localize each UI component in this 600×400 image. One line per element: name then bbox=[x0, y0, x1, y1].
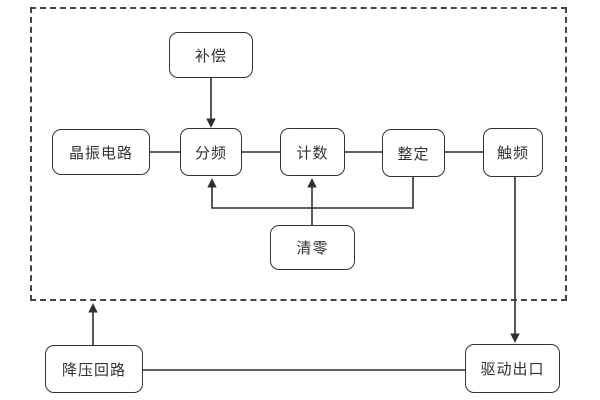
node-compensation-label: 补偿 bbox=[194, 47, 227, 65]
node-step-down-circuit-label: 降压回路 bbox=[61, 361, 126, 379]
node-crystal-circuit-label: 晶振电路 bbox=[68, 144, 133, 162]
node-compensation: 补偿 bbox=[169, 32, 253, 78]
node-drive-outlet-label: 驱动出口 bbox=[480, 361, 545, 378]
node-drive-outlet: 驱动出口 bbox=[465, 344, 560, 393]
node-step-down-circuit: 降压回路 bbox=[45, 345, 143, 393]
node-frequency-divider: 分频 bbox=[180, 128, 242, 176]
node-trigger-frequency-label: 触频 bbox=[496, 145, 529, 162]
node-setting-label: 整定 bbox=[397, 145, 430, 163]
node-counter: 计数 bbox=[280, 128, 345, 176]
node-counter-label: 计数 bbox=[296, 144, 329, 162]
node-clear-label: 清零 bbox=[296, 240, 329, 257]
node-setting: 整定 bbox=[382, 129, 445, 177]
node-clear: 清零 bbox=[270, 225, 355, 270]
dashed-boundary bbox=[30, 7, 567, 301]
node-crystal-circuit: 晶振电路 bbox=[52, 129, 150, 175]
node-frequency-divider-label: 分频 bbox=[194, 144, 227, 162]
node-trigger-frequency: 触频 bbox=[483, 128, 543, 177]
